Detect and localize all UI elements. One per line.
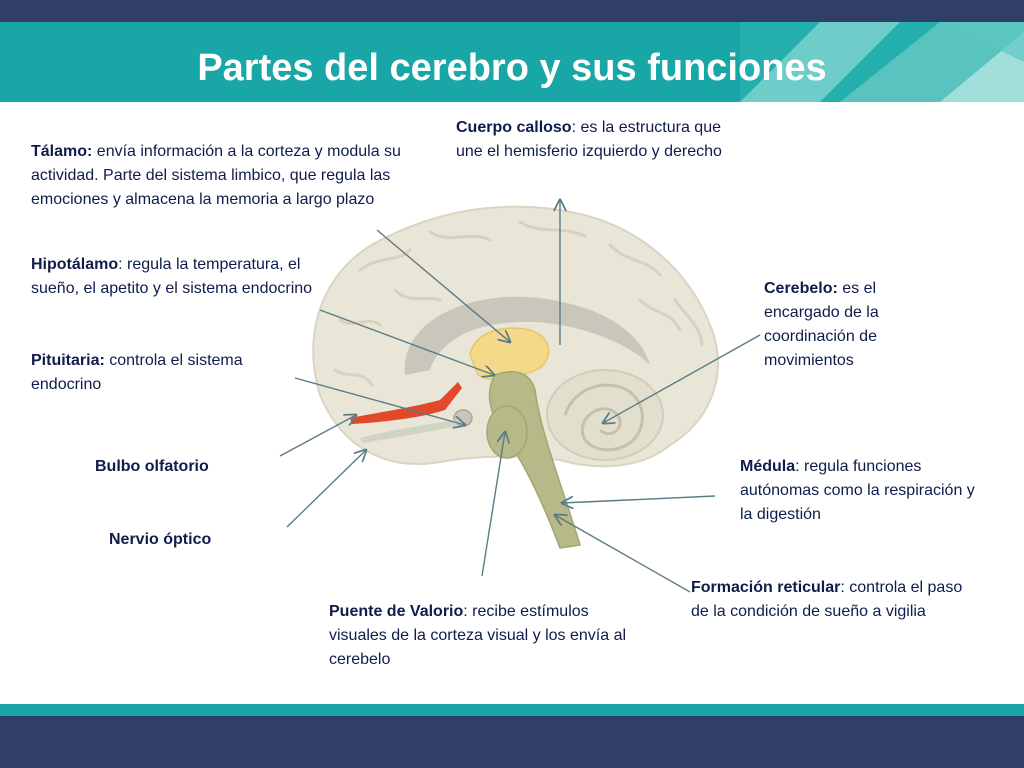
arrow-bulbo	[279, 415, 356, 457]
arrow-cerebelo	[603, 334, 761, 423]
arrow-hipotalamo	[319, 309, 494, 375]
arrow-medula	[562, 495, 716, 503]
term-cuerpo-calloso: Cuerpo calloso	[456, 119, 572, 136]
label-nervio: Nervio óptico	[109, 528, 269, 552]
page-title: Partes del cerebro y sus funciones	[197, 47, 827, 89]
arrow-talamo	[376, 229, 510, 342]
olfactory-bulb	[350, 382, 462, 424]
label-cuerpo-calloso: Cuerpo calloso: es la estructura que une…	[456, 116, 736, 164]
label-medula: Médula: regula funciones autónomas como …	[740, 455, 980, 527]
label-hipotalamo: Hipotálamo: regula la temperatura, el su…	[31, 253, 336, 301]
label-bulbo: Bulbo olfatorio	[95, 455, 255, 479]
desc-formacion: : controla el paso de la condición de su…	[691, 579, 963, 620]
term-pituitaria: Pituitaria:	[31, 352, 105, 369]
optic-nerve	[360, 420, 458, 443]
desc-talamo: envía información a la corteza y modula …	[31, 143, 401, 208]
bottom-bar	[0, 716, 1024, 768]
term-puente: Puente de Valorio	[329, 603, 464, 620]
title-band	[0, 22, 1024, 102]
gyri-texture	[333, 220, 704, 387]
desc-medula: : regula funciones autónomas como la res…	[740, 458, 975, 523]
label-talamo: Tálamo: envía información a la corteza y…	[31, 140, 401, 212]
top-bar	[0, 0, 1024, 22]
desc-cuerpo-calloso: : es la estructura que une el hemisferio…	[456, 119, 722, 160]
term-talamo: Tálamo:	[31, 143, 93, 160]
cerebellum	[546, 369, 664, 461]
desc-pituitaria: controla el sistema endocrino	[31, 352, 243, 393]
term-medula: Médula	[740, 458, 796, 475]
term-hipotalamo: Hipotálamo	[31, 256, 119, 273]
arrow-formacion	[555, 515, 691, 593]
arrow-puente	[481, 432, 505, 577]
term-formacion: Formación reticular	[691, 579, 841, 596]
desc-hipotalamo: : regula la temperatura, el sueño, el ap…	[31, 256, 313, 297]
label-formacion: Formación reticular: controla el paso de…	[691, 576, 971, 624]
limbic-fold	[404, 296, 650, 375]
arrow-pituitaria	[294, 377, 465, 425]
label-cerebelo: Cerebelo: es el encargado de la coordina…	[764, 277, 924, 373]
desc-puente: : recibe estímulos visuales de la cortez…	[329, 603, 627, 668]
pons	[486, 405, 528, 459]
desc-cerebelo: es el encargado de la coordinación de mo…	[764, 280, 879, 369]
term-nervio: Nervio óptico	[109, 531, 212, 548]
term-bulbo: Bulbo olfatorio	[95, 458, 209, 475]
label-puente: Puente de Valorio: recibe estímulos visu…	[329, 600, 629, 672]
bottom-stripe	[0, 704, 1024, 716]
title-band-decoration	[740, 22, 1024, 102]
label-pituitaria: Pituitaria: controla el sistema endocrin…	[31, 349, 306, 397]
term-cerebelo: Cerebelo:	[764, 280, 838, 297]
arrow-nervio	[286, 450, 366, 528]
